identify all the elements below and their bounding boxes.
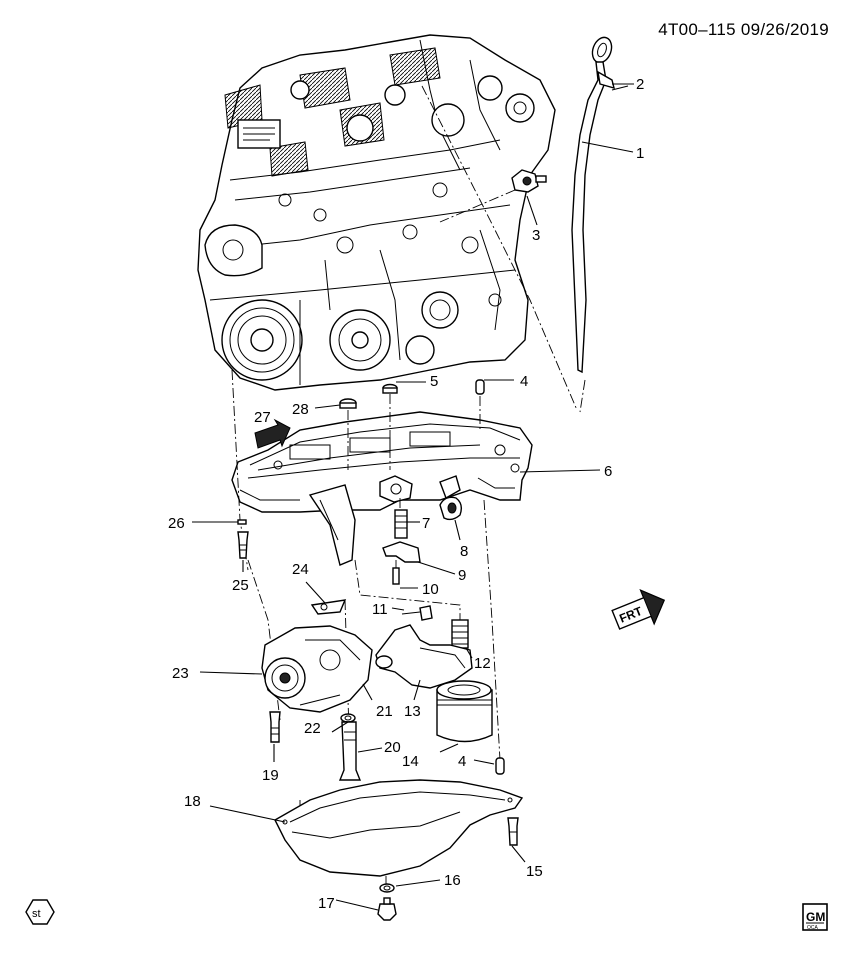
oil-filter-adapter (375, 624, 473, 689)
callout-labels: 1 2 3 4 4 5 6 7 8 9 10 11 12 13 14 15 16… (168, 76, 644, 912)
callout-8: 8 (460, 543, 468, 560)
oil-pressure-sensor (439, 169, 547, 223)
callout-10: 10 (422, 581, 439, 598)
callout-12: 12 (474, 655, 491, 672)
callout-11: 11 (372, 601, 388, 618)
st-badge-label: st (32, 908, 41, 920)
gm-logo: GM OCA (802, 903, 828, 931)
callout-23: 23 (172, 665, 189, 682)
callout-20: 20 (384, 739, 401, 756)
diagram-code-date: 4T00–115 09/26/2019 (658, 20, 829, 39)
callout-22: 22 (304, 720, 321, 737)
gm-logo-subtext: OCA (807, 925, 819, 931)
callout-27: 27 (254, 409, 271, 426)
callout-6: 6 (604, 463, 612, 480)
callout-26: 26 (168, 515, 185, 532)
gasket-24 (310, 599, 347, 615)
callout-18: 18 (184, 793, 201, 810)
callout-3: 3 (532, 227, 540, 244)
bolt-11 (401, 605, 433, 621)
gm-logo-text: GM (806, 910, 825, 924)
callout-7: 7 (422, 515, 430, 532)
small-fittings-upper (339, 379, 485, 470)
callout-2: 2 (636, 76, 644, 93)
callout-25: 25 (232, 577, 249, 594)
callout-9: 9 (458, 567, 466, 584)
callout-16: 16 (444, 872, 461, 889)
dowel-and-bolt-lower (495, 757, 519, 846)
oil-pump-parts-mid (382, 496, 463, 585)
callout-13: 13 (404, 703, 421, 720)
callout-14: 14 (402, 753, 419, 770)
arrow-27 (254, 418, 291, 449)
callout-24: 24 (292, 561, 309, 578)
callout-19: 19 (262, 767, 279, 784)
callout-1: 1 (636, 145, 644, 162)
leader-lines (192, 83, 634, 911)
drain-plug (377, 883, 397, 921)
callout-21: 21 (376, 703, 393, 720)
oil-level-dipstick (421, 36, 615, 413)
oil-pickup-tube (338, 721, 362, 781)
callout-4-upper: 4 (520, 373, 528, 390)
oil-filter-fitting (451, 619, 469, 649)
bolt-19 (269, 711, 281, 743)
st-badge-icon: st (25, 899, 55, 925)
callout-5: 5 (430, 373, 438, 390)
upper-oil-pan (231, 411, 533, 566)
lower-oil-pan (274, 779, 524, 890)
engine-block (197, 34, 556, 391)
callout-15: 15 (526, 863, 543, 880)
callout-17: 17 (318, 895, 335, 912)
callout-4-lower: 4 (458, 753, 466, 770)
callout-28: 28 (292, 401, 309, 418)
oil-pump (261, 625, 373, 713)
oil-filter (436, 680, 493, 743)
front-direction-icon: FRT (611, 589, 666, 630)
bolt-25-washer-26 (237, 519, 249, 559)
